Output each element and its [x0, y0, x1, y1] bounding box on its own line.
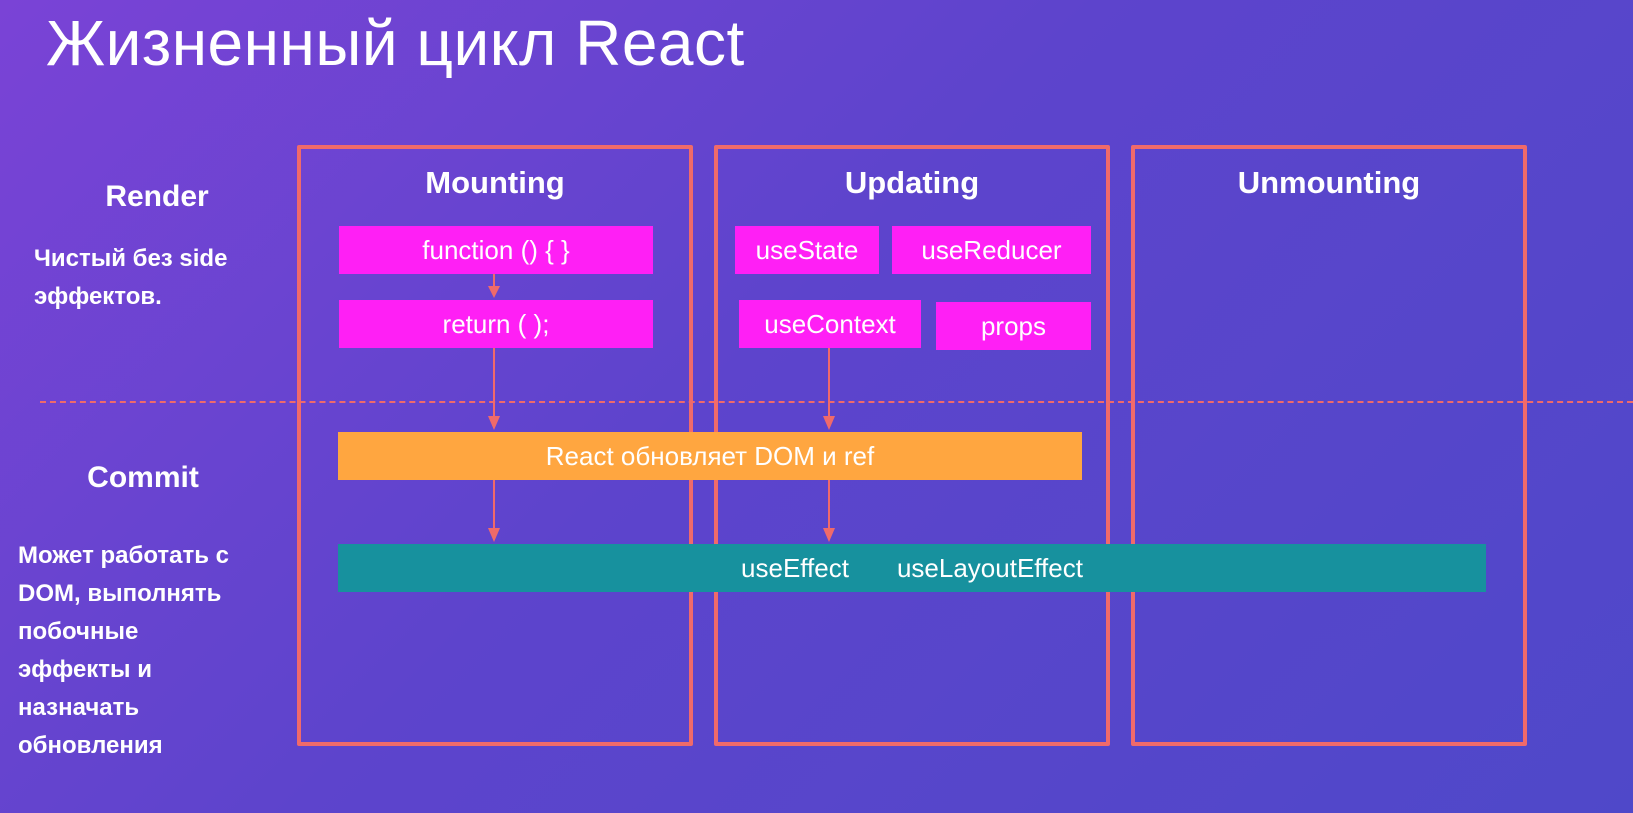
mounting-column-title: Mounting	[425, 165, 565, 200]
return-jsx-box: return ( );	[339, 300, 653, 348]
commit-description-line: эффекты и	[18, 656, 152, 683]
props-box: props	[936, 302, 1091, 350]
use-state-box: useState	[735, 226, 879, 274]
render-description-line: Чистый без side	[34, 245, 228, 272]
commit-phase-description: Может работать с DOM, выполнять побочные…	[18, 537, 229, 765]
commit-description-line: обновления	[18, 732, 163, 759]
render-description-line: эффектов.	[34, 283, 162, 310]
render-phase-label: Render	[105, 180, 209, 213]
commit-description-line: побочные	[18, 618, 139, 645]
commit-description-line: DOM, выполнять	[18, 580, 222, 607]
effects-bar: useEffect useLayoutEffect	[338, 544, 1486, 592]
unmounting-column	[1131, 145, 1527, 746]
use-effect-label: useEffect	[741, 552, 849, 583]
slide-title: Жизненный цикл React	[46, 7, 745, 79]
commit-phase-label: Commit	[87, 461, 199, 494]
updating-column-title: Updating	[844, 165, 980, 200]
render-phase-description: Чистый без side эффектов.	[34, 240, 227, 316]
use-reducer-box: useReducer	[892, 226, 1091, 274]
function-component-box: function () { }	[339, 226, 653, 274]
commit-description-line: Может работать с	[18, 542, 230, 569]
commit-description-line: назначать	[18, 694, 140, 721]
render-commit-divider	[40, 401, 1633, 403]
unmounting-column-title: Unmounting	[1237, 165, 1421, 200]
dom-update-bar: React обновляет DOM и ref	[338, 432, 1082, 480]
use-layout-effect-label: useLayoutEffect	[896, 552, 1083, 583]
use-context-box: useContext	[739, 300, 921, 348]
